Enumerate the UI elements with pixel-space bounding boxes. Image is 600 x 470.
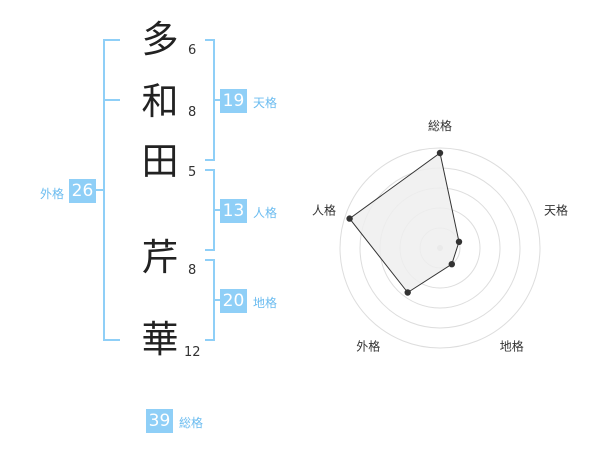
radar-point-4 — [404, 289, 411, 296]
radar-axis-label-2: 天格 — [544, 202, 568, 217]
gaikaku-bracket — [103, 39, 120, 341]
radar-polygon-group — [346, 149, 463, 296]
gaikaku-value-badge: 26 — [69, 179, 96, 203]
stroke-count-3: 5 — [188, 165, 197, 180]
stroke-count-1: 6 — [188, 43, 197, 58]
name-char-2: 和 — [141, 80, 179, 123]
jinkaku-label: 人格 — [253, 206, 278, 220]
chikaku-value-badge: 20 — [220, 289, 247, 313]
stroke-count-5: 12 — [184, 345, 201, 360]
radar-point-3 — [448, 261, 455, 268]
radar-axis-label-5: 人格 — [312, 202, 336, 217]
jinkaku-value-badge: 13 — [220, 199, 247, 223]
radar-axis-label-4: 外格 — [356, 339, 380, 354]
radar-point-2 — [455, 238, 463, 245]
stroke-count-2: 8 — [188, 105, 197, 120]
tenkaku-label: 天格 — [253, 96, 278, 110]
tenkaku-bracket — [205, 39, 215, 161]
name-char-1: 多 — [141, 18, 179, 61]
radar-axis-label-1: 総格 — [428, 118, 452, 133]
soukaku-label: 総格 — [179, 416, 204, 430]
radar-ring-5 — [339, 147, 541, 349]
chikaku-label: 地格 — [253, 296, 278, 310]
radar-point-5 — [346, 215, 353, 222]
name-char-3: 田 — [141, 140, 179, 183]
chikaku-bracket — [205, 259, 215, 341]
soukaku-value-badge: 39 — [146, 409, 173, 433]
radar-point-1 — [436, 149, 444, 157]
stroke-count-4: 8 — [188, 263, 197, 278]
radar-polygon — [348, 152, 460, 294]
name-char-5: 華 — [141, 318, 179, 361]
jinkaku-bracket — [205, 169, 215, 251]
name-char-4: 芹 — [141, 236, 179, 279]
tenkaku-value-badge: 19 — [220, 89, 247, 113]
radar-axis-label-3: 地格 — [500, 339, 524, 354]
gaikaku-label: 外格 — [40, 187, 65, 201]
